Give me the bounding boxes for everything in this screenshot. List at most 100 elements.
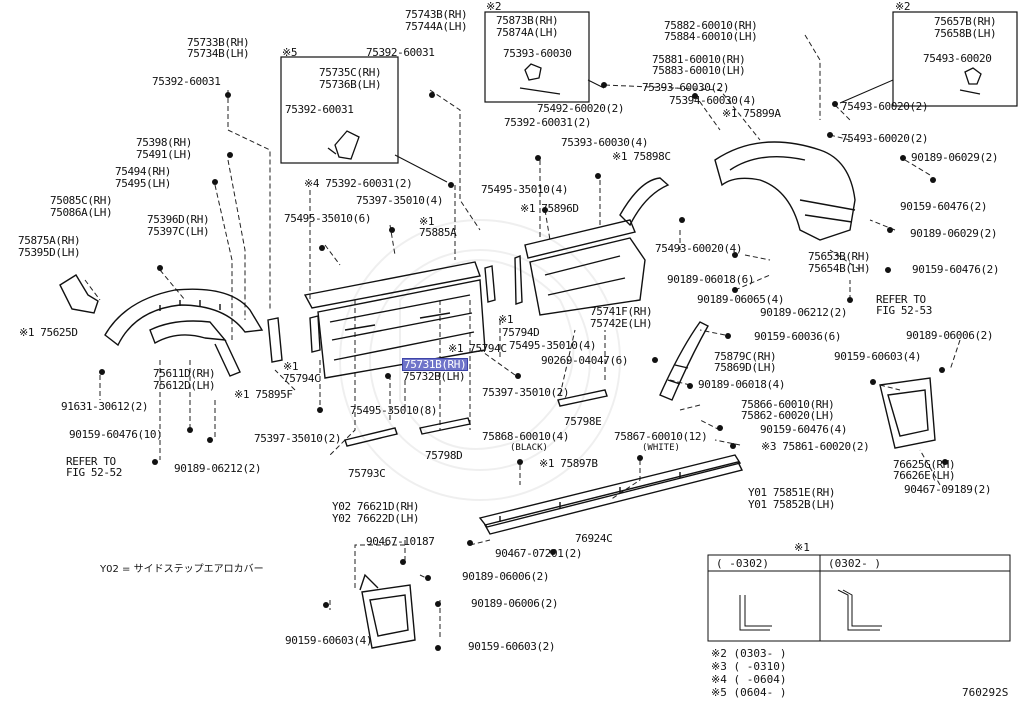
label[interactable]: 90159-60476(10) xyxy=(69,428,163,441)
label[interactable]: 75495-35010(4) xyxy=(481,183,569,196)
label[interactable]: 75875A(RH) xyxy=(18,234,81,247)
label[interactable]: 75735C(RH) xyxy=(319,66,382,79)
label[interactable]: ※3 75861-60020(2) xyxy=(761,440,870,453)
label[interactable]: 90189-06029(2) xyxy=(910,227,998,240)
label[interactable]: 75867-60010(12) xyxy=(614,430,708,443)
label[interactable]: 75794D xyxy=(502,326,540,339)
label[interactable]: 90467-07201(2) xyxy=(495,547,583,560)
label[interactable]: 90189-06006(2) xyxy=(462,570,550,583)
label[interactable]: 75798E xyxy=(564,415,602,428)
label[interactable]: 75732B(LH) xyxy=(403,370,466,383)
label[interactable]: 75733B(RH) xyxy=(187,36,250,49)
label[interactable]: ※1 75895F xyxy=(234,388,293,401)
label[interactable]: 75879C(RH) xyxy=(714,350,777,363)
label[interactable]: 90159-60476(2) xyxy=(900,200,988,213)
label[interactable]: 75884-60010(LH) xyxy=(664,30,758,43)
label[interactable]: 90159-60603(4) xyxy=(834,350,922,363)
label[interactable]: 75392-60031 xyxy=(366,46,435,59)
label[interactable]: 75493-60020(2) xyxy=(841,132,929,145)
label[interactable]: ※1 75625D xyxy=(19,326,78,339)
label[interactable]: 75395D(LH) xyxy=(18,246,81,259)
label[interactable]: ※1 xyxy=(283,360,299,373)
label[interactable]: ※1 75898C xyxy=(612,150,671,163)
label[interactable]: FIG 52-53 xyxy=(876,304,933,317)
label[interactable]: 75491(LH) xyxy=(136,148,193,161)
label[interactable]: ※2 xyxy=(895,0,911,13)
label[interactable]: 75393-60030(2) xyxy=(642,81,730,94)
label[interactable]: 75744A(LH) xyxy=(405,20,468,33)
label-highlighted[interactable]: 75731B(RH) xyxy=(401,358,469,371)
label[interactable]: 76626E(LH) xyxy=(893,469,956,482)
label[interactable]: 75868-60010(4) xyxy=(482,430,570,443)
label[interactable]: 75653B(RH) xyxy=(808,250,871,263)
label[interactable]: ※1 75897B xyxy=(539,457,598,470)
label[interactable]: 75495-35010(4) xyxy=(509,339,597,352)
label[interactable]: 75495(LH) xyxy=(115,177,172,190)
label[interactable]: (WHITE) xyxy=(642,443,680,453)
label[interactable]: 90189-06212(2) xyxy=(174,462,262,475)
label[interactable]: 75397C(LH) xyxy=(147,225,210,238)
label[interactable]: REFER TO xyxy=(66,455,116,468)
label[interactable]: 75393-60030(4) xyxy=(561,136,649,149)
label[interactable]: ※1 xyxy=(498,313,514,326)
label[interactable]: 75874A(LH) xyxy=(496,26,559,39)
label[interactable]: 75394-60030(4) xyxy=(669,94,757,107)
label[interactable]: 75086A(LH) xyxy=(50,206,113,219)
label[interactable]: 75736B(LH) xyxy=(319,78,382,91)
label[interactable]: 91631-30612(2) xyxy=(61,400,149,413)
label[interactable]: 90189-06006(2) xyxy=(471,597,559,610)
label[interactable]: 75869D(LH) xyxy=(714,361,777,374)
label[interactable]: ※5 xyxy=(282,46,298,59)
label[interactable]: 90159-60603(2) xyxy=(468,640,556,653)
label[interactable]: 90189-06018(6) xyxy=(667,273,755,286)
label[interactable]: 75862-60020(LH) xyxy=(741,409,835,422)
label[interactable]: 76625G(RH) xyxy=(893,458,956,471)
label[interactable]: 90159-60476(2) xyxy=(912,263,1000,276)
label[interactable]: 75493-60020 xyxy=(923,52,992,65)
label[interactable]: 90269-04047(6) xyxy=(541,354,629,367)
label[interactable]: 90189-06065(4) xyxy=(697,293,785,306)
label[interactable]: 90467-09189(2) xyxy=(904,483,992,496)
label[interactable]: 75657B(RH) xyxy=(934,15,997,28)
label[interactable]: 75885A xyxy=(419,226,457,239)
label[interactable]: 75798D xyxy=(425,449,463,462)
label[interactable]: 75085C(RH) xyxy=(50,194,113,207)
label[interactable]: 75392-60031 xyxy=(152,75,221,88)
label[interactable]: 75397-35010(2) xyxy=(254,432,342,445)
label[interactable]: 75495-35010(6) xyxy=(284,212,372,225)
label[interactable]: 75882-60010(RH) xyxy=(664,19,758,32)
label[interactable]: 75743B(RH) xyxy=(405,8,468,21)
label[interactable]: 75493-60020(4) xyxy=(655,242,743,255)
label[interactable]: 90159-60603(4) xyxy=(285,634,373,647)
label[interactable]: 75492-60020(2) xyxy=(537,102,625,115)
label[interactable]: (BLACK) xyxy=(510,443,548,453)
label[interactable]: 75654B(LH) xyxy=(808,262,871,275)
label[interactable]: 75392-60031(2) xyxy=(504,116,592,129)
label[interactable]: 75883-60010(LH) xyxy=(652,64,746,77)
label[interactable]: 75881-60010(RH) xyxy=(652,53,746,66)
label[interactable]: 75611D(RH) xyxy=(153,367,216,380)
label[interactable]: 90467-10187 xyxy=(366,535,435,548)
label[interactable]: 75398(RH) xyxy=(136,136,193,149)
label[interactable]: ※1 75899A xyxy=(722,107,781,120)
label[interactable]: Y01 75852B(LH) xyxy=(748,498,836,511)
label[interactable]: 75397-35010(2) xyxy=(482,386,570,399)
label[interactable]: ※1 75896D xyxy=(520,202,579,215)
label[interactable]: 75397-35010(4) xyxy=(356,194,444,207)
label[interactable]: 75794C xyxy=(283,372,321,385)
label[interactable]: 90189-06212(2) xyxy=(760,306,848,319)
label[interactable]: ※1 xyxy=(419,215,435,228)
label[interactable]: 75396D(RH) xyxy=(147,213,210,226)
label[interactable]: 90189-06029(2) xyxy=(911,151,999,164)
label[interactable]: FIG 52-52 xyxy=(66,466,123,479)
label[interactable]: 75494(RH) xyxy=(115,165,172,178)
label[interactable]: 90189-06006(2) xyxy=(906,329,994,342)
label[interactable]: 90159-60036(6) xyxy=(754,330,842,343)
label[interactable]: ※1 75794C xyxy=(448,342,507,355)
label[interactable]: 75495-35010(8) xyxy=(350,404,438,417)
label[interactable]: Y02 76621D(RH) xyxy=(332,500,420,513)
label[interactable]: 75873B(RH) xyxy=(496,14,559,27)
label[interactable]: 75742E(LH) xyxy=(590,317,653,330)
label[interactable]: 75734B(LH) xyxy=(187,47,250,60)
label[interactable]: 75392-60031 xyxy=(285,103,354,116)
